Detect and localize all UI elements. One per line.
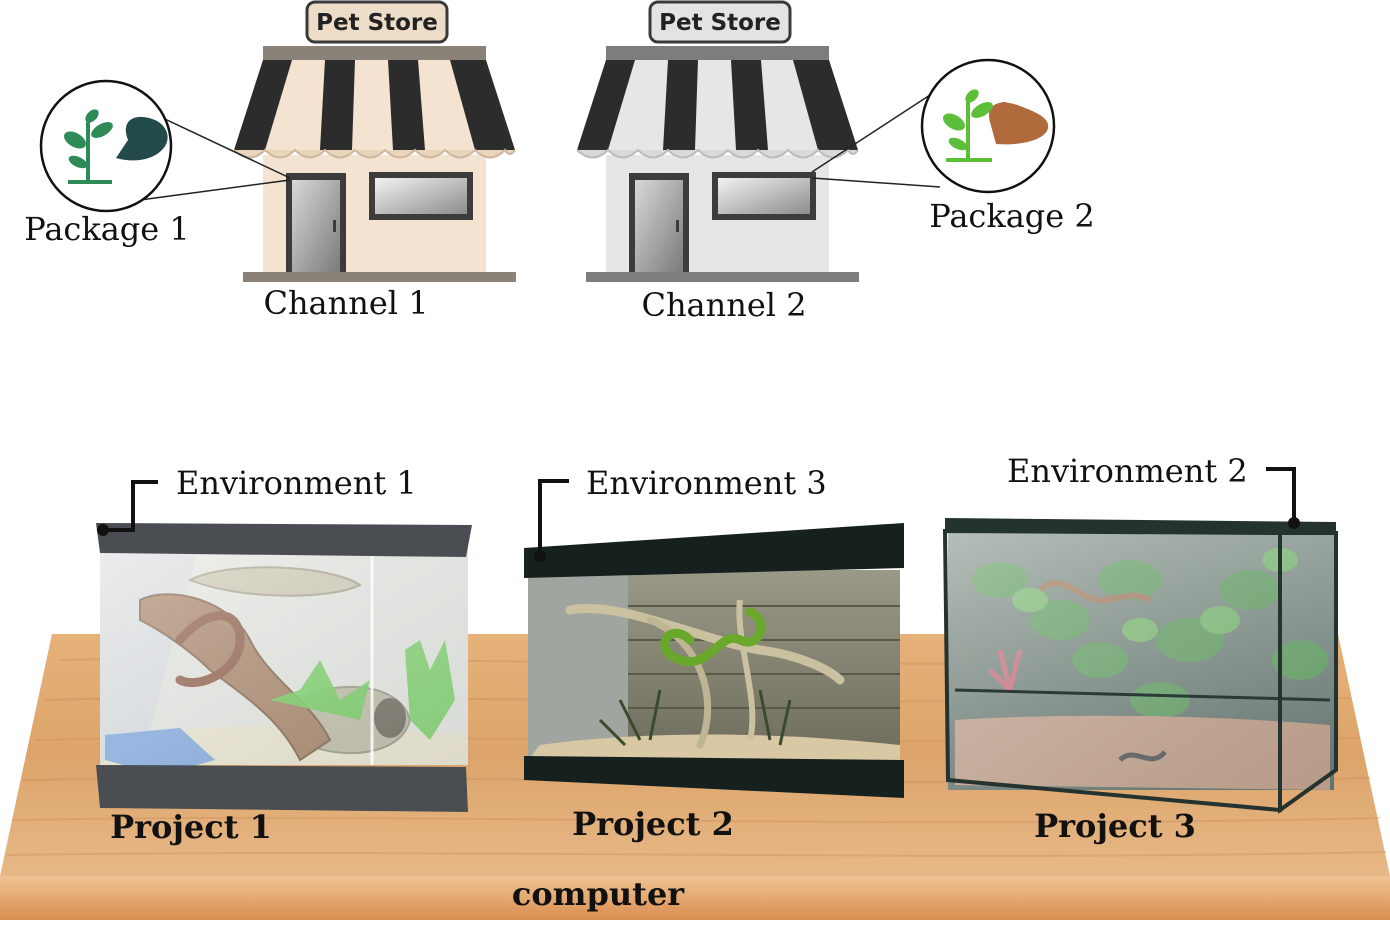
terrarium-project-2: Project 2 [524,523,904,843]
environment-callout-2: Environment 2 [1007,452,1300,529]
computer-label: computer [512,875,685,913]
plant-rodent-icon [943,89,1049,162]
pet-store-2: Pet Store Channel 2 [576,0,859,324]
environment-callout-1: Environment 1 [97,464,417,536]
plant-rodent-icon [64,109,168,184]
package-callout-1: Package 1 [24,79,291,248]
environment-label-1: Environment 1 [176,464,417,502]
environment-label-3: Environment 3 [586,464,827,502]
project-label-1: Project 1 [110,808,272,846]
project-label-3: Project 3 [1034,807,1196,845]
store-sign-1 [305,0,449,44]
pet-store-1: Pet Store Channel 1 [233,0,516,322]
channel-label-1: Channel 1 [263,284,428,322]
tank-lid-1 [96,523,472,557]
tank-lid-2 [524,523,904,578]
environment-callout-3: Environment 3 [534,464,827,562]
package-callout-2: Package 2 [811,58,1095,235]
project-label-2: Project 2 [572,805,734,843]
channel-label-2: Channel 2 [641,286,806,324]
package-label-2: Package 2 [929,197,1095,235]
store-sign-text-1: Pet Store [316,10,438,36]
terrarium-project-1: Project 1 [96,523,472,846]
tank-lid-3 [945,518,1336,533]
terrarium-project-3: Project 3 [942,518,1338,845]
store-sign-2 [648,0,792,44]
environment-label-2: Environment 2 [1007,452,1248,490]
package-label-1: Package 1 [24,210,190,248]
store-sign-text-2: Pet Store [659,10,781,36]
